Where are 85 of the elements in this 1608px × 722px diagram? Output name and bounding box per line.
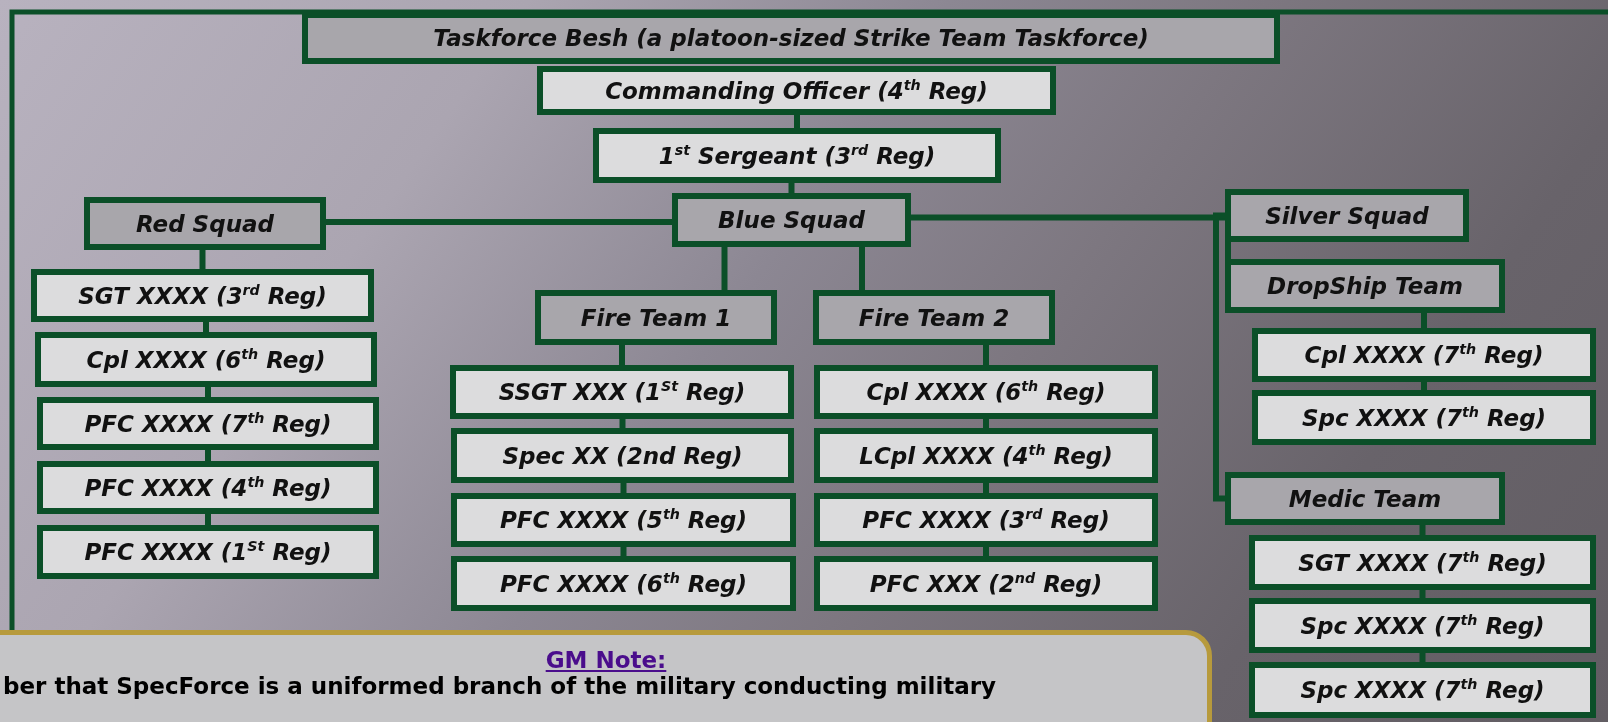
node-label: Cpl XXXX (7$^{th}$ Reg) — [1304, 342, 1544, 368]
node-label: PFC XXXX (5$^{th}$ Reg) — [499, 507, 747, 533]
connector-line — [788, 183, 795, 193]
connector-line — [1225, 242, 1231, 259]
member-box — [537, 66, 1056, 115]
connector-line — [983, 345, 989, 365]
node-label: PFC XXXX (4$^{th}$ Reg) — [84, 474, 332, 501]
connector-line — [983, 547, 989, 556]
member-box — [35, 332, 377, 387]
note-panel — [0, 630, 1212, 722]
member-box — [814, 556, 1158, 611]
node-label: SGT XXXX (3$^{rd}$ Reg) — [78, 282, 327, 309]
connector-line — [794, 115, 800, 128]
connector-line — [983, 483, 989, 493]
node-label: PFC XXXX (6$^{th}$ Reg) — [499, 570, 747, 597]
unit-header-box — [1225, 189, 1469, 242]
node-label: Spc XXXX (7$^{th}$ Reg) — [1301, 404, 1547, 431]
node-label: PFC XXXX (7$^{th}$ Reg) — [84, 410, 332, 437]
node-label: 1$^{st}$ Sergeant (3$^{rd}$ Reg) — [658, 142, 936, 169]
member-box — [450, 365, 794, 419]
connector-line — [1213, 212, 1225, 502]
member-box — [814, 493, 1158, 547]
unit-header-box — [302, 12, 1280, 64]
node-label: Taskforce Besh (a platoon-sized Strike Team Taskforce) — [433, 25, 1149, 51]
node-label: Fire Team 2 — [858, 304, 1010, 331]
node-label: PFC XXXX (3$^{rd}$ Reg) — [862, 507, 1110, 533]
member-box — [37, 397, 379, 450]
member-box — [1249, 535, 1596, 590]
connector-line — [1421, 313, 1427, 328]
note-text: ber that SpecForce is a uniformed branch of the military conducting military — [3, 673, 998, 699]
member-box — [31, 269, 374, 322]
connector-line — [721, 247, 728, 290]
member-box — [1249, 662, 1596, 718]
node-label: Blue Squad — [718, 207, 865, 233]
connector-line — [1419, 525, 1426, 535]
connector-line — [620, 483, 627, 493]
member-box — [451, 556, 796, 611]
member-box — [814, 428, 1158, 483]
node-label: PFC XXXX (1$^{St}$ Reg) — [84, 539, 332, 565]
node-label: Commanding Officer (4$^{th}$ Reg) — [605, 77, 988, 104]
member-box — [814, 365, 1158, 419]
connector-line — [620, 547, 627, 556]
connector-line — [619, 345, 625, 365]
node-label: Cpl XXXX (6$^{th}$ Reg) — [866, 379, 1106, 405]
connector-line — [1421, 382, 1427, 390]
member-box — [1252, 390, 1596, 445]
node-label: Cpl XXXX (6$^{th}$ Reg) — [86, 346, 326, 373]
node-label: SSGT XXX (1$^{St}$ Reg) — [498, 379, 746, 405]
node-label: PFC XXX (2$^{nd}$ Reg) — [869, 570, 1103, 597]
unit-header-box — [813, 290, 1055, 345]
member-box — [1249, 598, 1596, 653]
unit-header-box — [1225, 472, 1505, 525]
connector-line — [1419, 590, 1426, 598]
node-label: SGT XXXX (7$^{th}$ Reg) — [1298, 549, 1547, 576]
connector-line — [203, 322, 209, 332]
connector-line — [326, 219, 672, 225]
member-box — [593, 128, 1001, 183]
member-box — [451, 428, 794, 483]
connector-line — [619, 419, 626, 428]
node-label: Silver Squad — [1265, 202, 1429, 229]
member-box — [37, 461, 379, 514]
node-label: Spc XXXX (7$^{th}$ Reg) — [1300, 677, 1545, 703]
connector-line — [1419, 653, 1426, 662]
connector-line — [205, 387, 211, 397]
node-label: Medic Team — [1288, 485, 1442, 512]
connector-line — [199, 250, 206, 269]
node-label: Fire Team 1 — [580, 304, 732, 331]
connector-line — [911, 214, 1225, 221]
connector-line — [205, 514, 211, 525]
connector-line — [205, 450, 211, 461]
note-heading-link: GM Note: — [544, 647, 668, 673]
unit-header-box — [672, 193, 911, 247]
member-box — [37, 525, 379, 579]
unit-header-box — [1225, 259, 1505, 313]
connector-line — [983, 419, 989, 428]
member-box — [1252, 328, 1596, 382]
member-box — [451, 493, 796, 547]
node-label: LCpl XXXX (4$^{th}$ Reg) — [859, 442, 1113, 469]
unit-header-box — [535, 290, 777, 345]
node-label: DropShip Team — [1267, 273, 1463, 299]
unit-header-box — [84, 197, 326, 250]
node-label: Red Squad — [136, 210, 274, 237]
connector-line — [859, 247, 865, 290]
node-label: Spc XXXX (7$^{th}$ Reg) — [1300, 612, 1545, 639]
node-label: Spec XX (2nd Reg) — [502, 442, 743, 469]
